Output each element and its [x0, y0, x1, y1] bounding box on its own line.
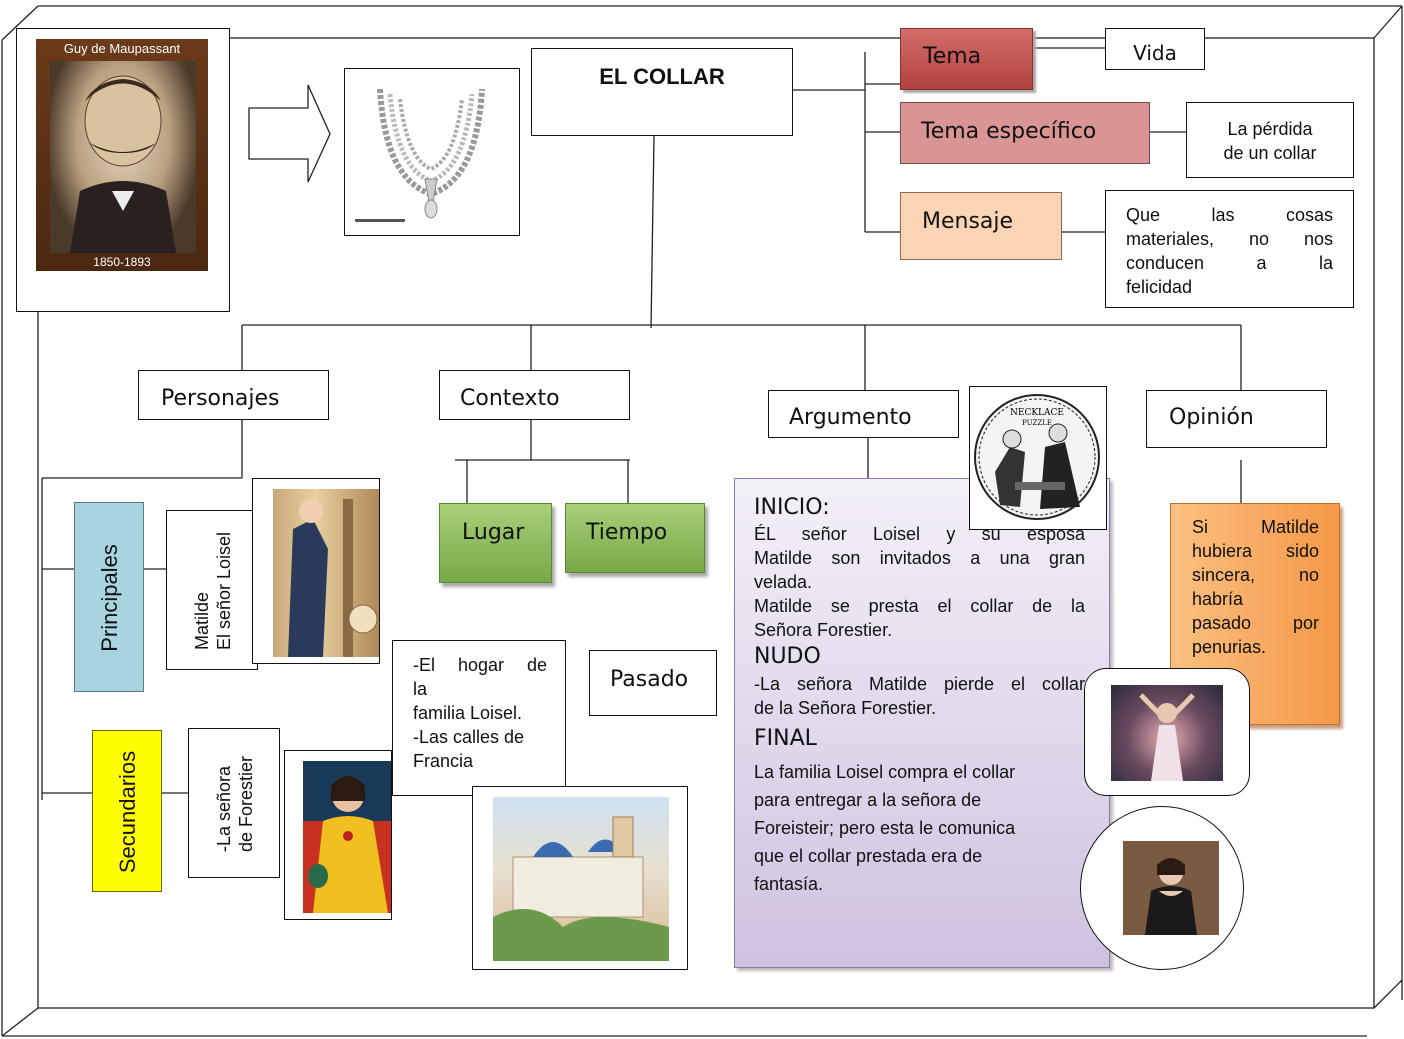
opinion-line: habría	[1192, 589, 1244, 609]
final-heading: FINAL	[754, 726, 817, 751]
mensaje-box: Mensaje	[900, 192, 1062, 260]
principales-box: Principales	[74, 502, 144, 692]
mensaje-value: Que las cosas materiales, no nos conduce…	[1105, 190, 1354, 308]
necklace-puzzle-image: NECKLACE PUZZLE	[969, 386, 1107, 530]
argumento-line: -La señora Matilde pierde el collar	[754, 674, 1085, 694]
portrait-image	[50, 61, 196, 253]
principales-label: Principales	[97, 544, 122, 652]
author-portrait: Guy de Maupassant 1850-1893	[36, 39, 208, 271]
opinion-line: hubiera sido	[1192, 541, 1319, 561]
argumento-line: Señora Forestier.	[754, 620, 893, 640]
tema-value: Vida	[1105, 28, 1205, 70]
portrait-lady	[1123, 841, 1219, 935]
opinion-line: sincera, no	[1192, 565, 1319, 585]
tema-especifico-value: La pérdida de un collar	[1186, 102, 1354, 178]
argumento-text: INICIO: ÉL señor Loisel y su esposa Mati…	[754, 494, 1085, 898]
right-arrow-icon	[248, 84, 331, 183]
lugar-line: la	[413, 679, 428, 699]
page-title: EL COLLAR	[599, 64, 725, 89]
argumento-line: velada.	[754, 572, 813, 592]
secundarios-name-line: -La señora	[214, 765, 234, 853]
necklace-image	[344, 68, 520, 236]
opinion-line: penurias.	[1192, 637, 1267, 657]
forestier-illustration-fill	[303, 761, 391, 913]
opinion-line: Si Matilde	[1192, 517, 1319, 537]
author-years: 1850-1893	[93, 255, 151, 269]
town-illustration-fill	[493, 797, 669, 961]
tema-especifico-line: de un collar	[1223, 143, 1317, 163]
personajes-box: Personajes	[138, 370, 329, 420]
argumento-box: Argumento	[768, 390, 959, 438]
secundarios-label: Secundarios	[115, 750, 140, 874]
portrait-circle	[1080, 806, 1244, 970]
loisel-illustration-fill	[273, 489, 379, 657]
lugar-line: -El hogar de	[413, 655, 547, 675]
painting-frame	[1084, 668, 1250, 796]
secundarios-box: Secundarios	[92, 730, 162, 892]
mensaje-line: materiales, no nos	[1126, 229, 1333, 249]
puzzle-caption-1: NECKLACE	[1010, 408, 1064, 418]
mensaje-line: felicidad	[1126, 277, 1193, 297]
argumento-line: Foreisteir; pero esta le comunica	[754, 818, 1016, 838]
tema-especifico-box: Tema específico	[900, 102, 1150, 164]
principales-name-line: Matilde	[192, 592, 212, 651]
forestier-illustration	[284, 750, 392, 920]
loisel-illustration	[252, 478, 380, 664]
principales-name-line: El señor Loisel	[214, 531, 234, 651]
lugar-box: Lugar	[439, 503, 552, 583]
mensaje-line: conducen a la	[1126, 253, 1333, 273]
mensaje-line: Que las cosas	[1126, 205, 1333, 225]
argumento-line: Matilde se presta el collar de la	[754, 596, 1085, 616]
lugar-line: familia Loisel.	[413, 703, 523, 723]
secundarios-names-text: -La señora de Forestier	[213, 756, 257, 852]
lugar-value: -El hogar de la familia Loisel. -Las cal…	[392, 640, 566, 796]
final-paragraph: La familia Loisel compra el collar para …	[754, 758, 1085, 898]
tema-box: Tema	[900, 28, 1033, 90]
contexto-box: Contexto	[439, 370, 630, 420]
tiempo-box: Tiempo	[565, 503, 705, 573]
secundarios-names: -La señora de Forestier	[188, 728, 280, 878]
argumento-line: de la Señora Forestier.	[754, 698, 937, 718]
tema-especifico-line: La pérdida	[1227, 119, 1313, 139]
opinion-box: Opinión	[1146, 390, 1327, 448]
author-card: Guy de Maupassant 1850-1893	[16, 28, 230, 312]
author-name: Guy de Maupassant	[63, 41, 181, 56]
title-box: EL COLLAR	[531, 48, 793, 136]
inicio-heading: INICIO:	[754, 495, 830, 520]
argumento-line: para entregar a la señora de	[754, 790, 982, 810]
lugar-line: Francia	[413, 751, 474, 771]
argumento-line: que el collar prestada era de	[754, 846, 983, 866]
argumento-content	[734, 478, 1110, 968]
secundarios-name-line: de Forestier	[236, 755, 256, 853]
nudo-heading: NUDO	[754, 644, 821, 669]
argumento-line: Matilde son invitados a una gran	[754, 548, 1085, 568]
argumento-line: fantasía.	[754, 874, 824, 894]
tiempo-value: Pasado	[589, 650, 717, 716]
lugar-line: -Las calles de	[413, 727, 525, 747]
painting-woman-arms-raised	[1111, 685, 1223, 781]
puzzle-caption-2: PUZZLE	[1022, 419, 1052, 427]
principales-names: Matilde El señor Loisel	[166, 510, 258, 670]
argumento-line: La familia Loisel compra el collar	[754, 762, 1016, 782]
opinion-line: pasado por	[1192, 613, 1319, 633]
opinion-text: Si Matilde hubiera sido sincera, no habr…	[1192, 515, 1319, 659]
principales-names-text: Matilde El señor Loisel	[191, 532, 235, 650]
town-illustration	[472, 786, 688, 970]
